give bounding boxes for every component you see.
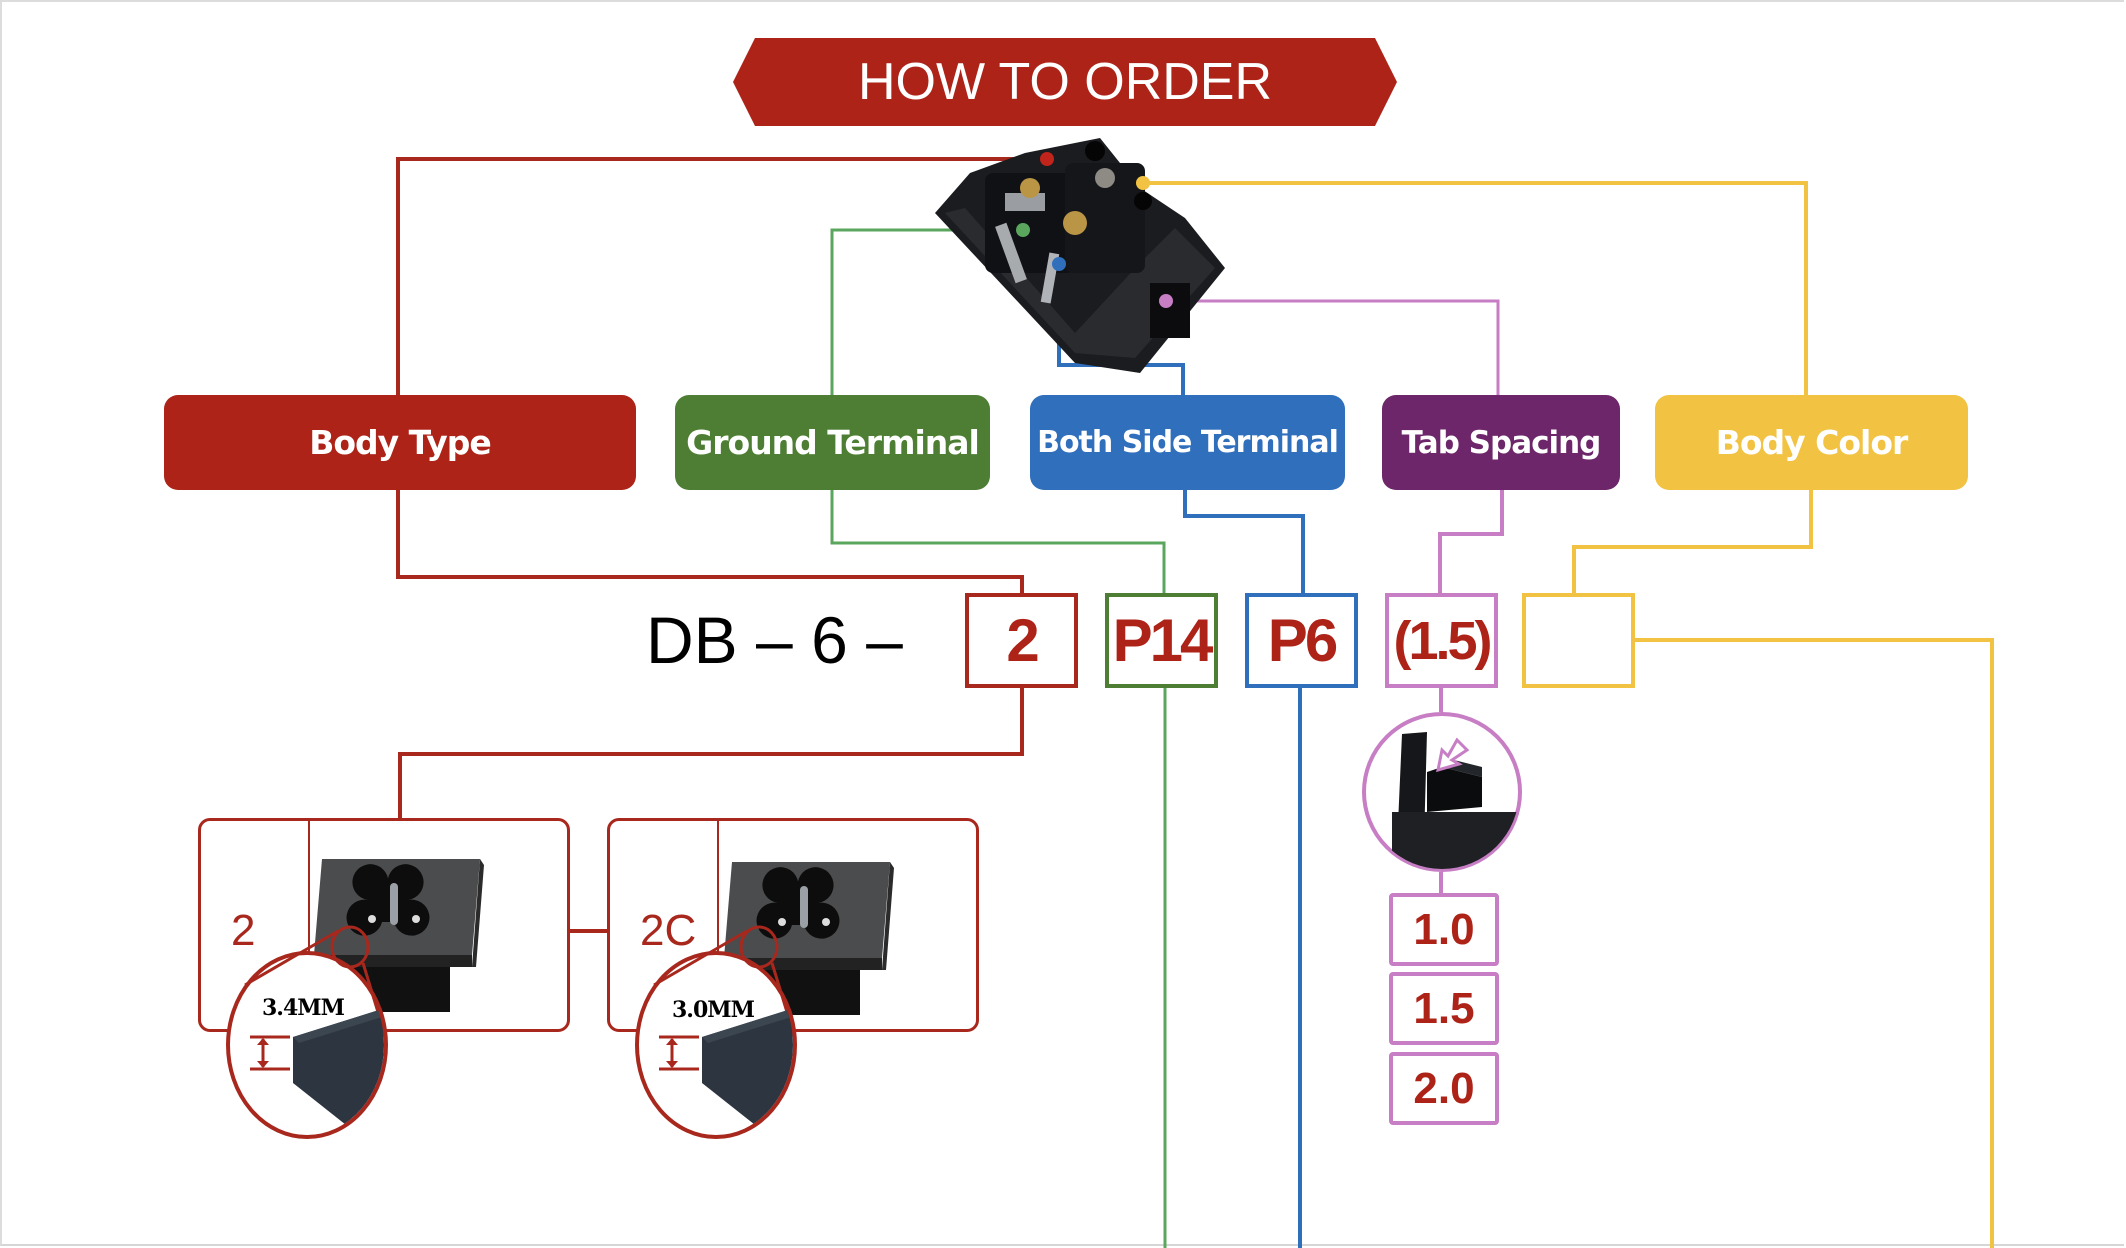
category-ground-terminal[interactable]: Ground Terminal [675, 395, 990, 490]
part-segment-both-side-terminal[interactable]: P6 [1245, 593, 1358, 688]
body-color-bottom-line [1572, 490, 1813, 593]
tab-spacing-option[interactable]: 1.0 [1389, 893, 1499, 966]
magnifier-2c [635, 925, 797, 1139]
tab-dot [1159, 294, 1173, 308]
connector-body [935, 138, 1225, 373]
connector-photo [935, 138, 1225, 373]
panel-divider [308, 818, 310, 958]
category-tab-spacing[interactable]: Tab Spacing [1382, 395, 1620, 490]
segment-value: P6 [1267, 607, 1338, 674]
category-both-side-terminal[interactable]: Both Side Terminal [1030, 395, 1345, 490]
body-color-down-line [1633, 638, 1994, 1248]
body-type-dot [1040, 152, 1054, 166]
part-segment-body-type[interactable]: 2 [965, 593, 1078, 688]
both-side-bottom-line [1183, 490, 1305, 593]
part-segment-ground-terminal[interactable]: P14 [1105, 593, 1218, 688]
ground-dot [1016, 223, 1030, 237]
option-code: 2 [231, 906, 256, 955]
tab-bottom-line [1438, 490, 1504, 593]
part-number-prefix: DB – 6 – [646, 603, 903, 677]
magnifier-2 [226, 925, 388, 1139]
segment-value: (1.5) [1393, 610, 1492, 671]
tab-spacing-value: 1.0 [1413, 904, 1475, 954]
title-banner: HOW TO ORDER [733, 38, 1397, 126]
body-type-bottom-line [396, 490, 1024, 593]
body-color-top-line [1143, 181, 1808, 395]
option-code: 2C [640, 906, 697, 955]
category-label: Both Side Terminal [1037, 425, 1339, 460]
category-label: Ground Terminal [686, 423, 980, 462]
tab-spacing-option[interactable]: 1.5 [1389, 972, 1499, 1045]
body-type-top-line [396, 157, 1047, 395]
tab-spacing-value: 1.5 [1413, 983, 1475, 1033]
page-title: HOW TO ORDER [857, 53, 1273, 111]
segment-value: P14 [1112, 607, 1214, 674]
tab-spacing-value: 2.0 [1413, 1063, 1475, 1113]
flange-thickness-2c: 3.0MM [672, 997, 755, 1023]
panel-divider [717, 818, 719, 958]
segment-value: 2 [1006, 607, 1039, 674]
part-segment-body-color[interactable] [1522, 593, 1635, 688]
category-body-color[interactable]: Body Color [1655, 395, 1968, 490]
body-type-options-line [398, 688, 1024, 818]
socket-image-2 [314, 859, 484, 1012]
category-body-type[interactable]: Body Type [164, 395, 636, 490]
flange-thickness-2: 3.4MM [262, 995, 345, 1021]
body-color-dot [1136, 176, 1150, 190]
arrow-icon [1436, 737, 1470, 773]
tab-spacing-detail [1362, 712, 1522, 872]
both-side-dot [1052, 257, 1066, 271]
tab-top-line [1166, 299, 1500, 395]
category-label: Tab Spacing [1401, 424, 1602, 461]
tab-spacing-option[interactable]: 2.0 [1389, 1052, 1499, 1125]
ground-bottom-line [830, 490, 1166, 593]
part-segment-tab-spacing[interactable]: (1.5) [1385, 593, 1498, 688]
category-label: Body Type [309, 423, 492, 462]
category-label: Body Color [1715, 423, 1909, 462]
